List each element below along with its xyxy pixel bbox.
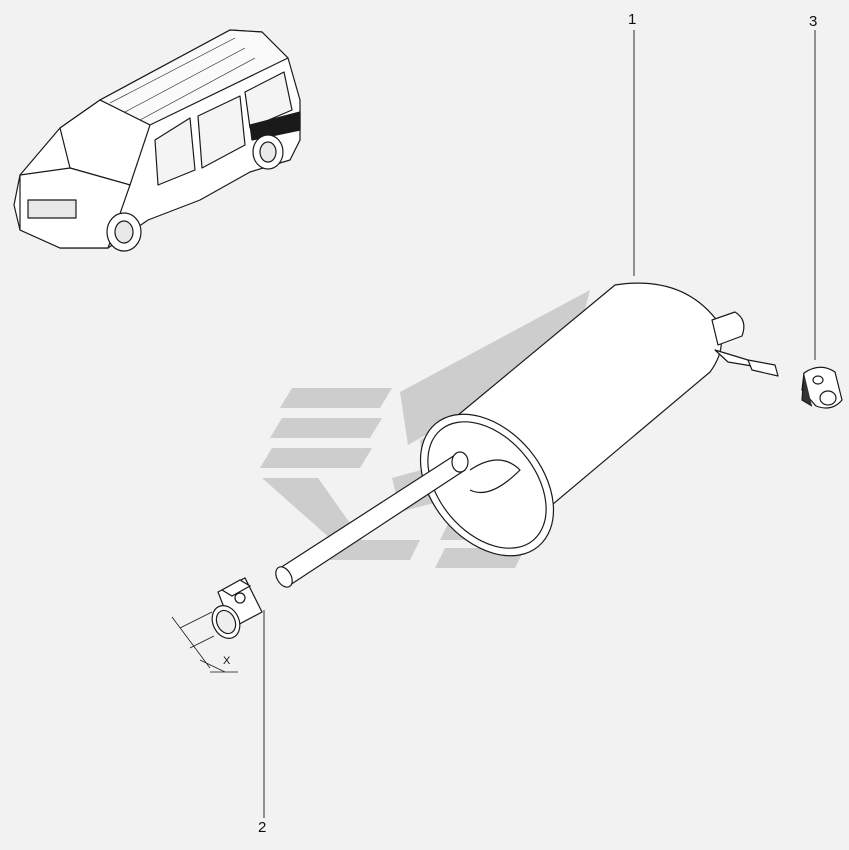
rubber-mount <box>801 366 843 409</box>
muffler-assembly <box>275 282 779 588</box>
callout-1: 1 <box>628 11 637 28</box>
callout-2: 2 <box>258 819 267 836</box>
dimension-label: X <box>223 655 231 667</box>
dimension-x <box>171 611 238 673</box>
callout-3: 3 <box>809 13 818 30</box>
vehicle-illustration <box>13 29 301 252</box>
clamp <box>211 577 263 639</box>
leader-lines <box>263 30 816 818</box>
